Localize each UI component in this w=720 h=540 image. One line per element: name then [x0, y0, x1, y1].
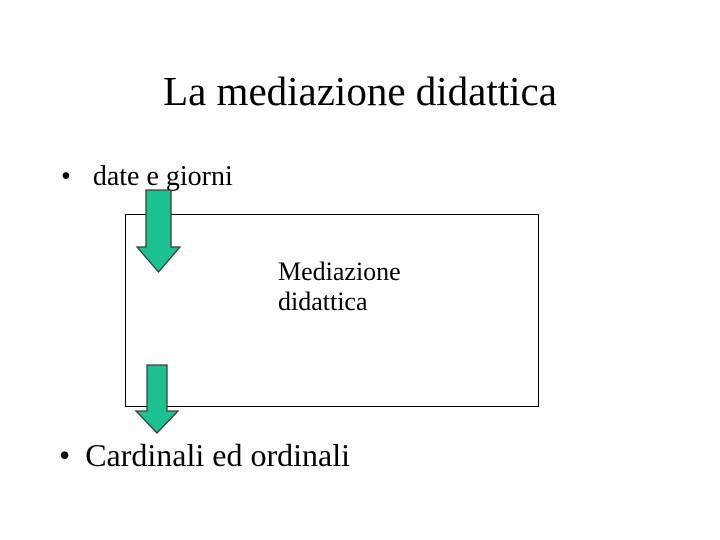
bullet-text: Cardinali ed ordinali	[85, 437, 351, 473]
box-label-line-2: didattica	[278, 287, 368, 316]
box-label-line-1: Mediazione	[278, 257, 401, 286]
mediazione-box-label: Mediazione didattica	[278, 257, 401, 317]
bullet-item-cardinali-ed-ordinali: • Cardinali ed ordinali	[59, 437, 351, 473]
bullet-text: date e giorni	[92, 161, 233, 192]
slide-title: La mediazione didattica	[163, 68, 557, 114]
bullet-marker: •	[61, 161, 71, 192]
bullet-item-date-e-giorni: • date e giorni	[61, 161, 233, 193]
mediazione-box: Mediazione didattica	[125, 214, 539, 407]
bullet-marker: •	[59, 437, 71, 473]
